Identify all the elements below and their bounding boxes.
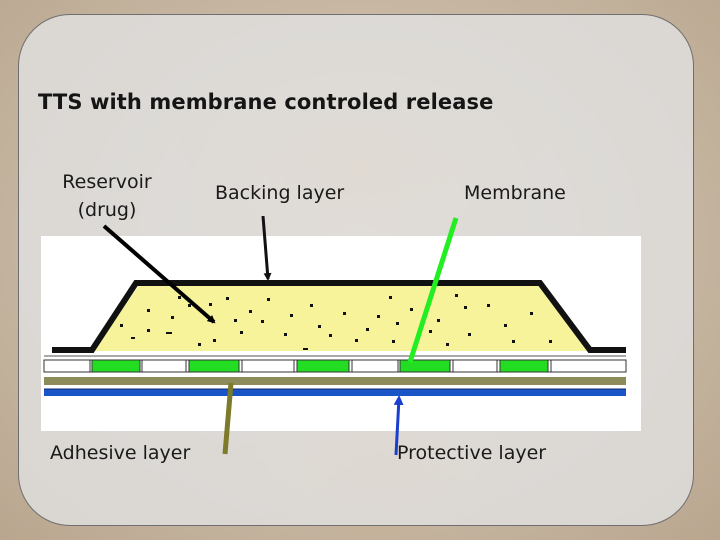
membrane-segment (452, 359, 498, 373)
drug-particle (512, 340, 515, 343)
drug-particle (261, 320, 264, 323)
protective-arrow (393, 395, 404, 456)
membrane-pore (91, 359, 141, 373)
drug-particles (120, 294, 552, 350)
drug-particle (147, 329, 150, 332)
adhesive-arrow (222, 382, 234, 455)
drug-particle (131, 337, 135, 339)
membrane-segment (43, 359, 91, 373)
drug-particle (290, 314, 293, 317)
protective-layer (44, 389, 626, 396)
protective-label: Protective layer (397, 442, 547, 464)
drug-particle (234, 319, 237, 322)
reservoir-arrow (102, 224, 216, 324)
membrane-pore (499, 359, 549, 373)
drug-particle (437, 319, 440, 322)
drug-particle (249, 310, 252, 313)
adhesive-layer (44, 377, 626, 385)
drug-particle (226, 297, 229, 300)
drug-particle (468, 333, 471, 336)
drug-particle (166, 332, 172, 334)
backing-layer (52, 280, 626, 353)
drug-particle (343, 312, 346, 315)
slide-title: TTS with membrane controled release (38, 90, 494, 114)
drug-particle (377, 315, 380, 318)
drug-particle (120, 324, 123, 327)
drug-particle (396, 322, 399, 325)
drug-particle (147, 309, 150, 312)
membrane-segments (43, 359, 627, 373)
drug-particle (530, 312, 533, 315)
drug-particle (188, 304, 191, 307)
drug-particle (198, 343, 201, 346)
reservoir-label-line2: (drug) (77, 199, 137, 221)
drug-particle (329, 334, 332, 337)
reservoir (92, 284, 595, 351)
membrane-segment (351, 359, 399, 373)
drug-particle (504, 324, 507, 327)
drug-particle (303, 348, 308, 350)
reservoir-label-line1: Reservoir (62, 171, 152, 193)
reservoir-label: Reservoir (drug) (52, 168, 162, 224)
backing-arrow (261, 215, 272, 281)
membrane-arrow (407, 217, 459, 363)
drug-particle (389, 296, 392, 299)
drug-particle (209, 303, 212, 306)
drug-particle (355, 339, 358, 342)
drug-particle (410, 308, 413, 311)
drug-particle (429, 330, 432, 333)
membrane-label: Membrane (464, 182, 566, 204)
drug-particle (392, 340, 395, 343)
membrane-pore (399, 359, 451, 373)
backing-label: Backing layer (215, 182, 345, 204)
drug-particle (284, 333, 287, 336)
drug-particle (549, 340, 552, 343)
drug-particle (455, 294, 458, 297)
membrane-segment (241, 359, 295, 373)
membrane-pore (296, 359, 350, 373)
drug-particle (240, 331, 243, 334)
membrane-segment (141, 359, 187, 373)
drug-particle (267, 298, 270, 301)
drug-particle (310, 304, 313, 307)
drug-particle (318, 325, 321, 328)
membrane-pore (188, 359, 240, 373)
drug-particle (366, 328, 369, 331)
membrane-segment (550, 359, 627, 373)
drug-particle (213, 339, 216, 342)
drug-particle (171, 316, 174, 319)
drug-particle (446, 343, 449, 346)
adhesive-label: Adhesive layer (50, 442, 191, 464)
drug-particle (178, 296, 181, 299)
drug-particle (487, 304, 490, 307)
drug-particle (464, 306, 467, 309)
